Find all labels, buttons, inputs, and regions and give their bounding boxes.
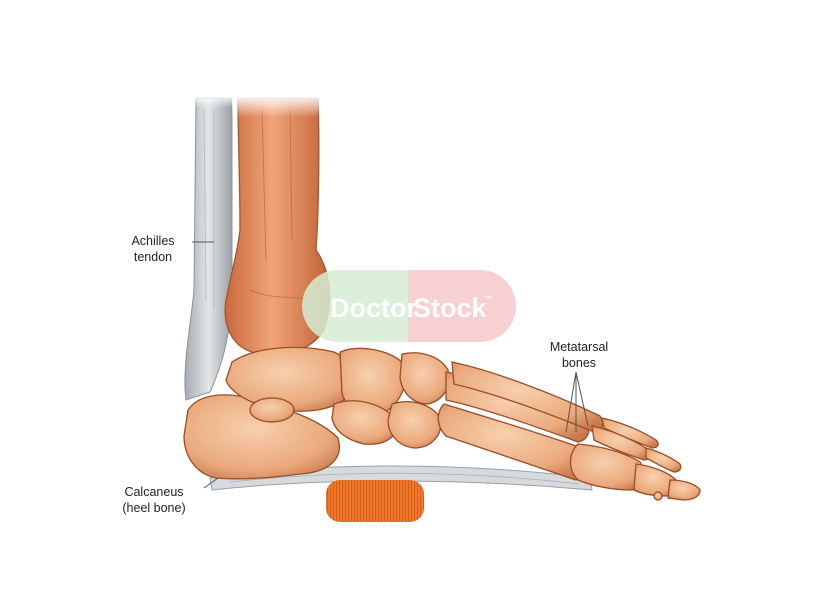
foot-bones xyxy=(183,346,701,501)
achilles-tendon xyxy=(184,95,236,401)
label-calcaneus: Calcaneus (heel bone) xyxy=(104,484,204,516)
metatarsal-callout-line xyxy=(565,371,577,433)
label-achilles-line2: tendon xyxy=(133,250,173,264)
phalanx-bone xyxy=(569,443,645,491)
metatarsal-bone xyxy=(437,403,588,481)
watermark-trademark: ™ xyxy=(484,294,493,304)
watermark: Doctor Stock ™ xyxy=(302,270,516,342)
tibia-bone xyxy=(224,95,331,356)
watermark-word-doctor: Doctor xyxy=(330,293,417,323)
label-achilles-line1: Achilles xyxy=(131,234,175,248)
label-calcaneus-line1: Calcaneus xyxy=(124,485,184,499)
label-achilles-tendon: Achilles tendon xyxy=(114,233,192,265)
callout-lines xyxy=(192,241,589,489)
label-metatarsal-bones: Metatarsal bones xyxy=(535,339,623,371)
calcaneus-callout-line xyxy=(203,477,219,489)
phalanx-bone xyxy=(601,417,659,449)
cuneiform-bone xyxy=(399,352,450,405)
cuneiform-bone xyxy=(387,401,442,449)
watermark-word-stock: Stock xyxy=(413,293,488,323)
label-metatarsal-line1: Metatarsal xyxy=(549,340,609,354)
phalanx-bone xyxy=(645,447,682,473)
phalanx-bone xyxy=(667,479,701,501)
cuboid-bone xyxy=(331,400,398,445)
metatarsal-callout-line xyxy=(575,371,589,427)
heel-pad xyxy=(326,480,424,522)
label-metatarsal-line2: bones xyxy=(561,356,597,370)
label-calcaneus-line2: (heel bone) xyxy=(122,501,186,515)
